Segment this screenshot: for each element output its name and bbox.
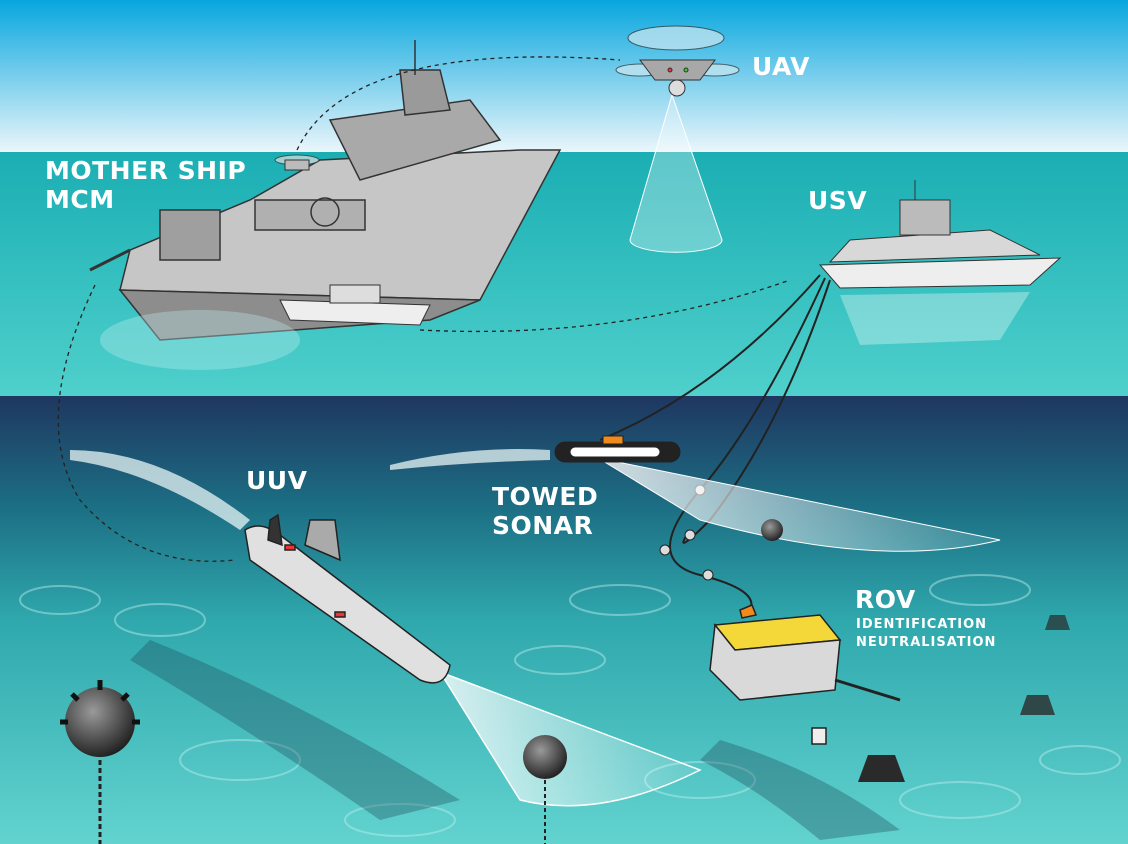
label-uav: UAV	[752, 52, 811, 81]
rov-vehicle	[709, 604, 901, 745]
sky	[0, 0, 1128, 152]
label-towed-sonar: TOWED SONAR	[492, 482, 598, 540]
usv-docked	[279, 284, 431, 326]
mother-ship	[89, 40, 562, 341]
label-usv: USV	[808, 186, 868, 215]
towed-sonar	[554, 435, 1001, 552]
label-mother-ship-line2: MCM	[45, 185, 115, 214]
label-mother-ship-line1: MOTHER SHIP	[45, 156, 247, 185]
label-mother-ship: MOTHER SHIP MCM	[45, 156, 246, 214]
naval-mines	[60, 519, 1070, 844]
mine-sonar-target	[761, 519, 783, 541]
usv-boat	[818, 180, 1062, 289]
moored-mine-large	[60, 680, 140, 844]
label-rov-roles: IDENTIFICATION NEUTRALISATION	[856, 616, 996, 652]
label-rov: ROV	[855, 585, 916, 614]
label-towed-sonar-line1: TOWED	[492, 482, 599, 511]
bottom-mine-2	[1020, 695, 1055, 715]
label-rov-neutralisation: NEUTRALISATION	[856, 635, 997, 650]
label-towed-sonar-line2: SONAR	[492, 511, 594, 540]
bottom-mine-1	[1045, 615, 1070, 630]
deployment-routes	[57, 56, 791, 562]
uuv-submarine	[244, 513, 702, 807]
shadows	[130, 640, 900, 840]
usv-reflection	[840, 292, 1030, 345]
ship-reflection	[100, 310, 300, 370]
wake-trails	[70, 449, 550, 530]
uav-drone	[615, 25, 740, 253]
small-uav-on-ship	[274, 154, 320, 171]
bottom-mine-3	[858, 755, 905, 782]
moored-mine-uuv-target	[523, 735, 567, 844]
label-uuv: UUV	[246, 466, 308, 495]
label-rov-identification: IDENTIFICATION	[856, 617, 988, 632]
